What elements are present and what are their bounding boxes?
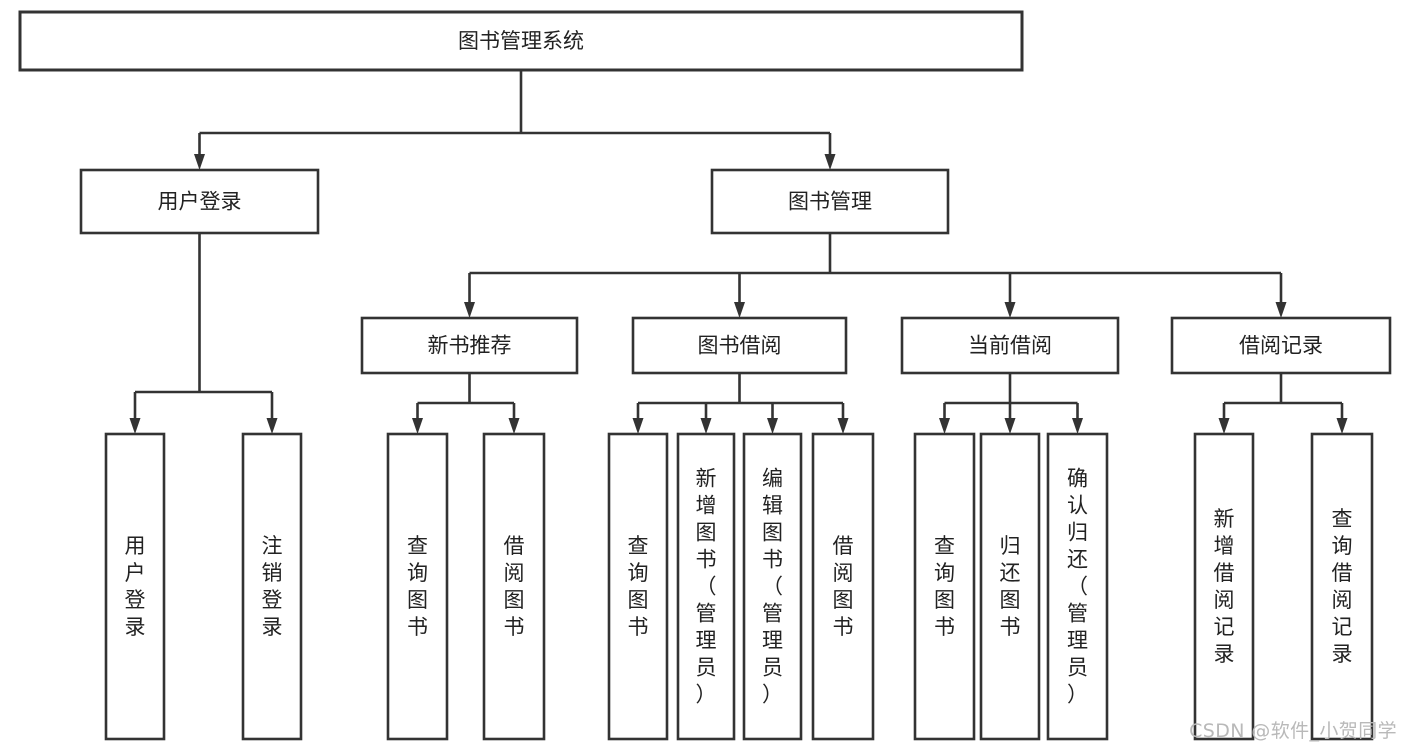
node-label-leaf-query-book-3: 查询图书: [934, 534, 955, 639]
node-layer: 图书管理系统用户登录图书管理新书推荐图书借阅当前借阅借阅记录用户登录注销登录查询…: [18, 10, 1392, 741]
node-label-leaf-logout: 注销登录: [262, 534, 283, 639]
node-leaf-borrow-book-2[interactable]: 借阅图书: [811, 432, 875, 741]
connector-group-borrow-record: [1218, 373, 1348, 434]
node-label-leaf-confirm-return: 确认归还（管理员）: [1067, 467, 1088, 707]
node-label-leaf-borrow-book-1: 借阅图书: [504, 534, 525, 639]
node-root[interactable]: 图书管理系统: [18, 10, 1024, 72]
node-label-leaf-add-book: 新增图书（管理员）: [696, 467, 717, 707]
node-box-leaf-add-record[interactable]: [1193, 432, 1255, 741]
node-label-leaf-borrow-book-2: 借阅图书: [833, 534, 854, 639]
node-label-book-manage: 图书管理: [788, 190, 872, 214]
node-box-leaf-query-book-1[interactable]: [386, 432, 449, 741]
node-box-leaf-query-book-2[interactable]: [607, 432, 669, 741]
node-leaf-add-book[interactable]: 新增图书（管理员）: [676, 432, 736, 741]
node-book-manage[interactable]: 图书管理: [710, 168, 950, 235]
node-leaf-user-login[interactable]: 用户登录: [104, 432, 166, 741]
node-box-root[interactable]: [18, 10, 1024, 72]
arrow-head-icon: [1275, 302, 1287, 318]
arrow-head-icon: [700, 418, 712, 434]
connector-group-root: [194, 70, 836, 170]
node-leaf-confirm-return[interactable]: 确认归还（管理员）: [1046, 432, 1109, 741]
connector-group-new-book-recommend: [412, 373, 520, 434]
node-borrow-record[interactable]: 借阅记录: [1170, 316, 1392, 375]
node-box-leaf-borrow-book-1[interactable]: [482, 432, 546, 741]
node-box-leaf-borrow-book-2[interactable]: [811, 432, 875, 741]
arrow-head-icon: [266, 418, 278, 434]
node-current-borrow[interactable]: 当前借阅: [900, 316, 1120, 375]
node-box-borrow-record[interactable]: [1170, 316, 1392, 375]
node-leaf-query-record[interactable]: 查询借阅记录: [1310, 432, 1374, 741]
arrow-head-icon: [1004, 418, 1016, 434]
node-leaf-return-book[interactable]: 归还图书: [979, 432, 1041, 741]
node-label-leaf-edit-book: 编辑图书（管理员）: [762, 467, 783, 707]
connector-group-book-manage: [464, 233, 1287, 318]
node-label-borrow-record: 借阅记录: [1239, 334, 1323, 358]
arrow-head-icon: [1218, 418, 1230, 434]
node-box-current-borrow[interactable]: [900, 316, 1120, 375]
arrow-head-icon: [632, 418, 644, 434]
node-box-book-borrow[interactable]: [631, 316, 848, 375]
node-label-leaf-user-login: 用户登录: [125, 534, 146, 639]
arrow-head-icon: [129, 418, 141, 434]
node-label-user-login: 用户登录: [158, 190, 242, 214]
node-label-book-borrow: 图书借阅: [698, 334, 782, 358]
node-label-leaf-query-book-2: 查询图书: [628, 534, 649, 639]
connector-group-book-borrow: [632, 373, 849, 434]
arrow-head-icon: [767, 418, 778, 434]
node-box-leaf-query-record[interactable]: [1310, 432, 1374, 741]
node-leaf-add-record[interactable]: 新增借阅记录: [1193, 432, 1255, 741]
node-label-leaf-query-book-1: 查询图书: [407, 534, 428, 639]
node-box-leaf-return-book[interactable]: [979, 432, 1041, 741]
node-leaf-query-book-1[interactable]: 查询图书: [386, 432, 449, 741]
arrow-head-icon: [464, 302, 475, 318]
node-box-book-manage[interactable]: [710, 168, 950, 235]
arrow-head-icon: [1336, 418, 1348, 434]
node-label-leaf-return-book: 归还图书: [1000, 534, 1021, 639]
node-box-leaf-add-book[interactable]: [676, 432, 736, 741]
node-label-leaf-add-record: 新增借阅记录: [1214, 507, 1235, 666]
arrow-head-icon: [837, 418, 849, 434]
node-label-current-borrow: 当前借阅: [968, 334, 1052, 358]
arrow-head-icon: [1004, 302, 1016, 318]
arrow-head-icon: [824, 154, 836, 170]
node-label-leaf-query-record: 查询借阅记录: [1332, 507, 1353, 666]
node-box-user-login[interactable]: [79, 168, 320, 235]
connector-group-current-borrow: [939, 373, 1083, 434]
arrow-head-icon: [508, 418, 520, 434]
node-leaf-borrow-book-1[interactable]: 借阅图书: [482, 432, 546, 741]
node-leaf-query-book-3[interactable]: 查询图书: [913, 432, 976, 741]
node-box-leaf-user-login[interactable]: [104, 432, 166, 741]
connector-group-user-login: [129, 233, 278, 434]
node-user-login[interactable]: 用户登录: [79, 168, 320, 235]
arrow-head-icon: [194, 154, 205, 170]
node-leaf-logout[interactable]: 注销登录: [241, 432, 303, 741]
node-box-leaf-confirm-return[interactable]: [1046, 432, 1109, 741]
node-book-borrow[interactable]: 图书借阅: [631, 316, 848, 375]
arrow-head-icon: [939, 418, 950, 434]
node-box-leaf-edit-book[interactable]: [742, 432, 803, 741]
arrow-head-icon: [412, 418, 423, 434]
node-label-new-book-recommend: 新书推荐: [428, 334, 512, 358]
node-leaf-query-book-2[interactable]: 查询图书: [607, 432, 669, 741]
node-leaf-edit-book[interactable]: 编辑图书（管理员）: [742, 432, 803, 741]
node-label-root: 图书管理系统: [458, 29, 584, 53]
node-box-leaf-logout[interactable]: [241, 432, 303, 741]
node-new-book-recommend[interactable]: 新书推荐: [360, 316, 579, 375]
node-box-leaf-query-book-3[interactable]: [913, 432, 976, 741]
edge-layer: [129, 70, 1348, 434]
arrow-head-icon: [734, 302, 745, 318]
arrow-head-icon: [1072, 418, 1083, 434]
node-box-new-book-recommend[interactable]: [360, 316, 579, 375]
